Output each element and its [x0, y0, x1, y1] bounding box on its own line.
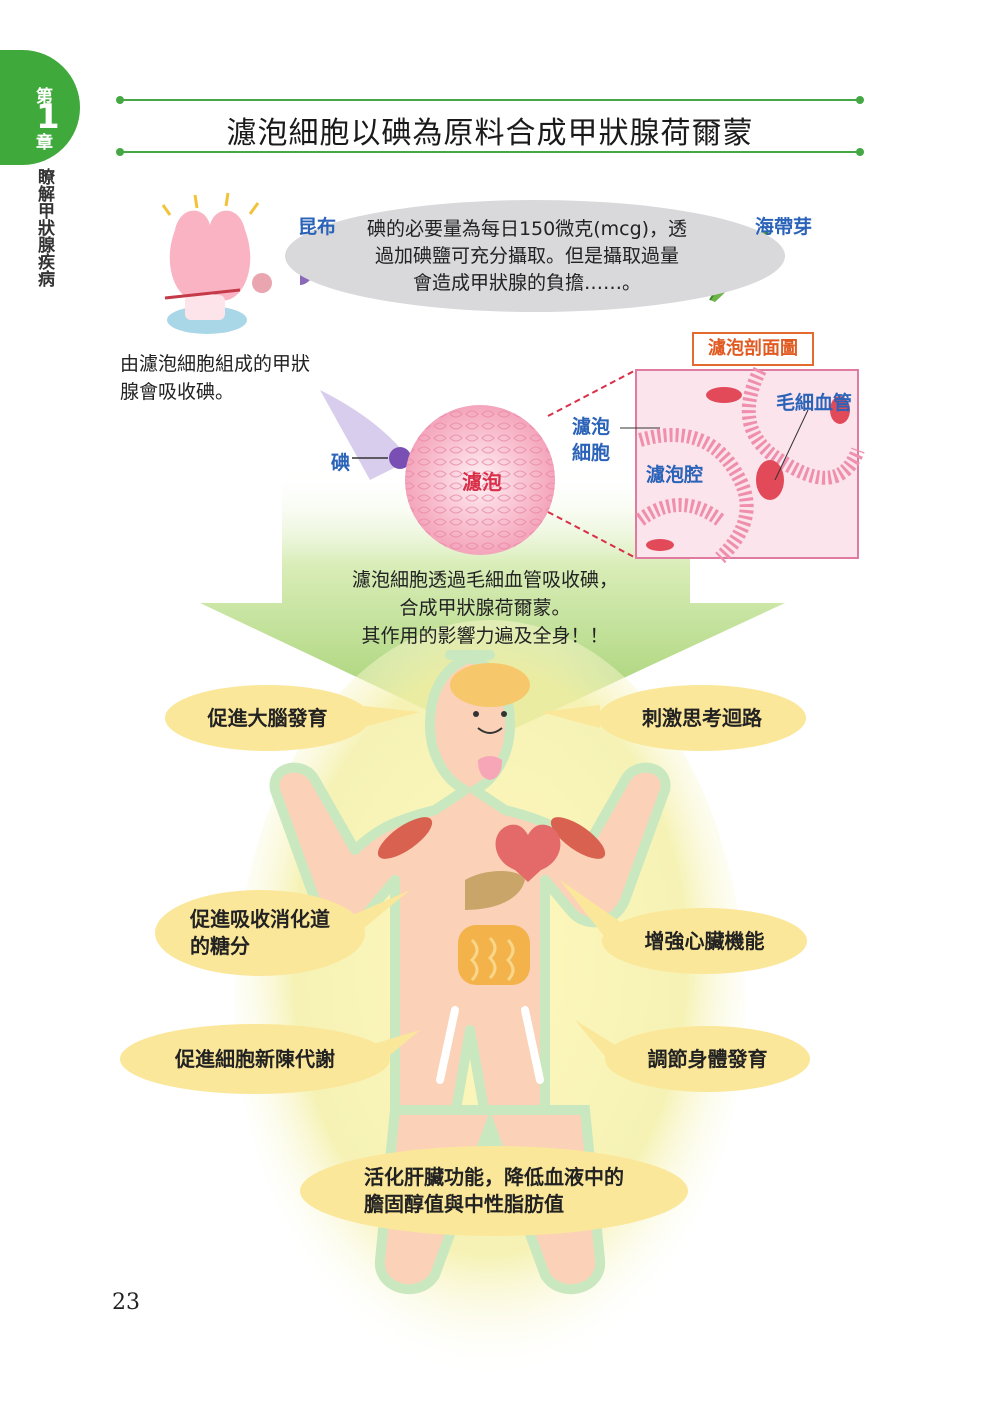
effect-metabolism: 促進細胞新陳代謝: [120, 1024, 390, 1094]
kelp-label: 昆布: [298, 216, 337, 238]
section-label: 濾泡剖面圖: [692, 332, 814, 366]
intake-line: 過加碘鹽可充分攝取。但是攝取過量: [374, 245, 679, 267]
chapter-prefix: 第: [36, 87, 53, 107]
summary-line: 濾泡細胞透過毛細血管吸收碘，: [351, 569, 618, 591]
chapter-number: 1: [36, 97, 60, 137]
follicle-cell-line: 濾泡: [572, 416, 611, 438]
effect-brain-text: 促進大腦發育: [207, 705, 328, 730]
liver: [465, 871, 525, 910]
follicle-cell-line: 細胞: [572, 442, 611, 464]
heart: [495, 824, 561, 882]
effect-sugar-line: 促進吸收消化道: [190, 907, 330, 931]
effect-liver: 活化肝臟功能，降低血液中的 膽固醇值與中性脂肪值: [300, 1146, 688, 1236]
effect-growth: 調節身體發育: [605, 1026, 810, 1092]
eye-right: [501, 711, 507, 717]
thyroid-mascot: [161, 192, 272, 334]
muscle-right: [550, 817, 606, 859]
effect-thinking: 刺激思考迴路: [598, 685, 806, 751]
iodine-dot: [389, 447, 411, 469]
summary-line: 合成甲狀腺荷爾蒙。: [399, 597, 571, 619]
title-rule-bottom: [116, 148, 864, 156]
follicle-label: 濾泡: [462, 470, 502, 494]
chapter-title: 瞭解甲狀腺疾病: [38, 168, 55, 290]
wakame-label: 海帶芽: [755, 216, 813, 238]
effect-sugar: 促進吸收消化道 的糖分: [155, 890, 365, 976]
mouth: [477, 727, 503, 734]
effect-heart-text: 增強心臟機能: [644, 928, 765, 953]
muscle-left: [377, 817, 433, 859]
follicle-cell-label: 濾泡 細胞: [572, 414, 610, 466]
iodine-label: 碘: [331, 452, 351, 474]
zoom-lines: [547, 369, 637, 559]
page-number: 23: [112, 1290, 140, 1315]
lumen-label: 濾泡腔: [646, 464, 704, 486]
summary-line: 其作用的影響力遍及全身！！: [361, 625, 609, 647]
caption-line: 腺會吸收碘。: [120, 381, 235, 403]
eye-left: [473, 711, 479, 717]
effect-sugar-line: 的糖分: [190, 934, 250, 958]
intake-line: 碘的必要量為每日150微克(mcg)，透: [366, 218, 688, 240]
effect-heart: 增強心臟機能: [602, 908, 807, 974]
brain: [450, 663, 530, 707]
effect-liver-line: 膽固醇值與中性脂肪值: [364, 1192, 564, 1216]
chapter-suffix: 章: [36, 133, 53, 153]
follicle-section: [620, 366, 865, 564]
effect-metabolism-text: 促進細胞新陳代謝: [175, 1046, 335, 1071]
bones: [436, 1006, 544, 1084]
thyroid-caption: 由濾泡細胞組成的甲狀 腺會吸收碘。: [120, 350, 380, 406]
effect-brain: 促進大腦發育: [165, 685, 370, 751]
caption-line: 由濾泡細胞組成的甲狀: [120, 353, 311, 375]
intake-text: 碘的必要量為每日150微克(mcg)，透 過加碘鹽可充分攝取。但是攝取過量 會造…: [352, 216, 702, 297]
summary-text: 濾泡細胞透過毛細血管吸收碘， 合成甲狀腺荷爾蒙。 其作用的影響力遍及全身！！: [300, 566, 670, 650]
intake-bubble: [285, 200, 785, 312]
intake-line: 會造成甲狀腺的負擔……。: [412, 272, 641, 294]
effect-liver-line: 活化肝臟功能，降低血液中的: [364, 1165, 624, 1189]
title-rule-top: [116, 96, 864, 104]
page-title: 濾泡細胞以碘為原料合成甲狀腺荷爾蒙: [226, 116, 754, 151]
effect-thinking-text: 刺激思考迴路: [642, 705, 762, 730]
capillary-label: 毛細血管: [776, 392, 853, 414]
thyroid-small: [478, 756, 502, 780]
effect-growth-text: 調節身體發育: [647, 1046, 768, 1071]
